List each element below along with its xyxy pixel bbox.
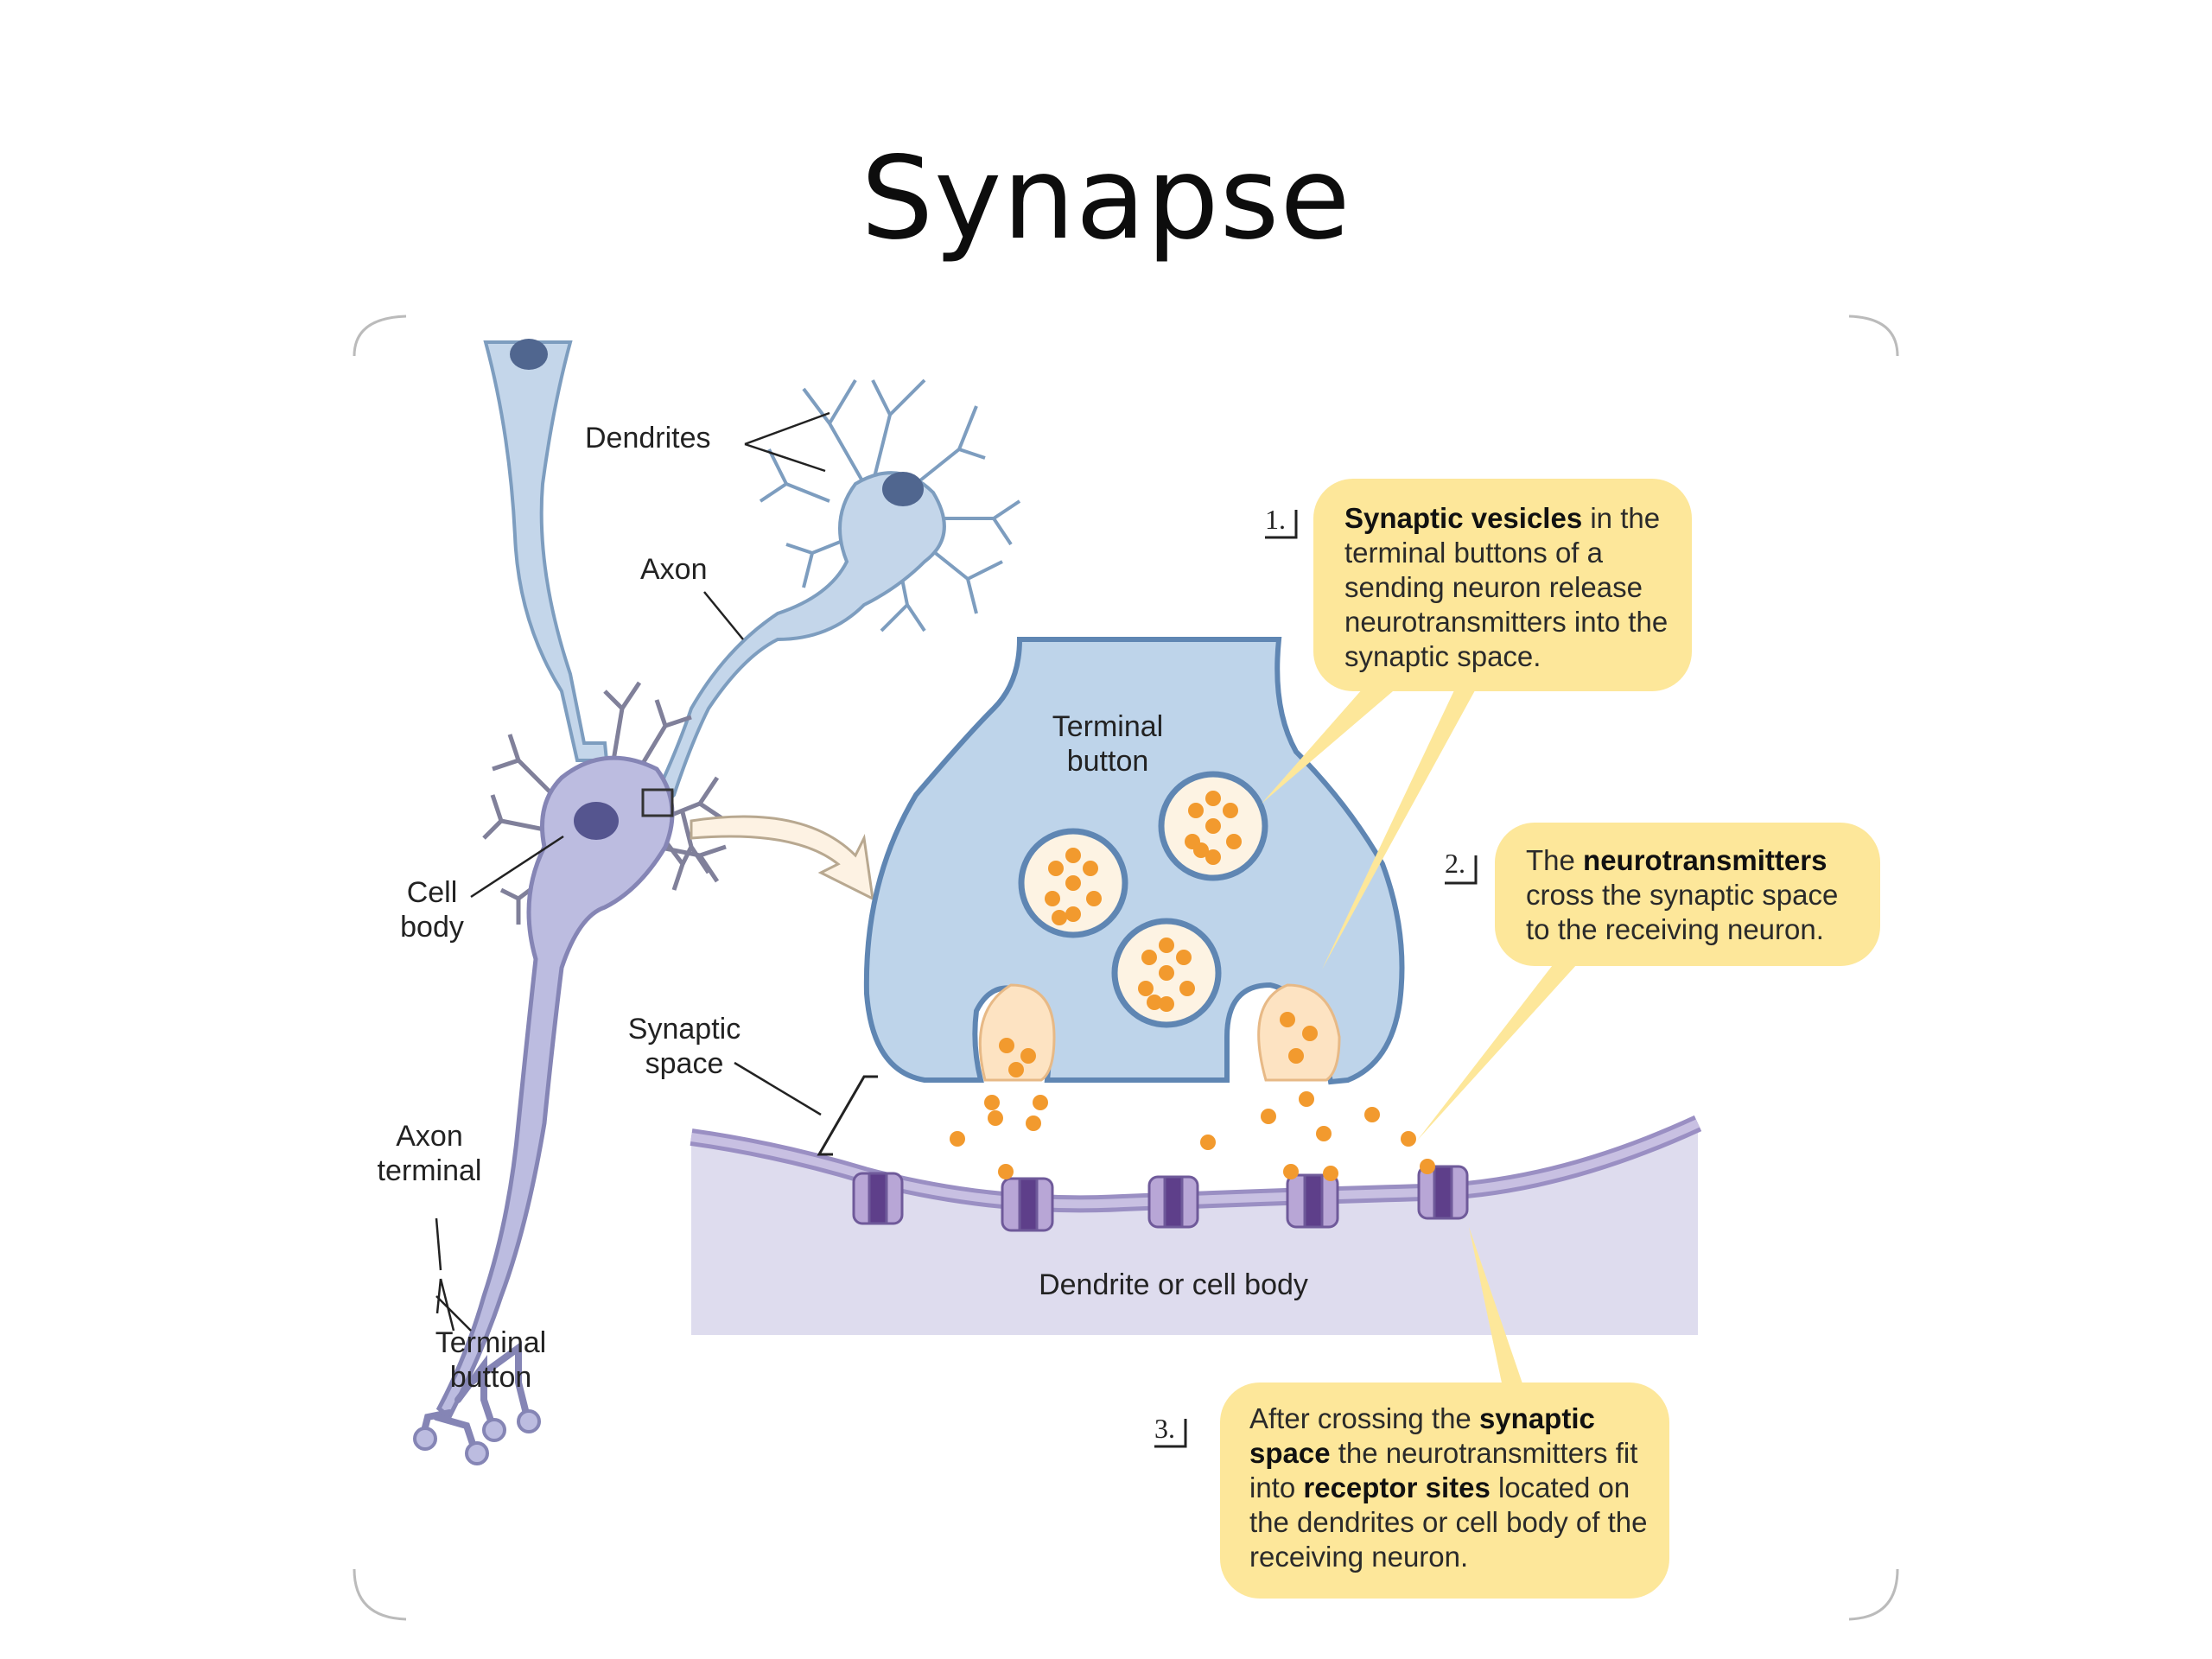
neurotransmitter-dot bbox=[1280, 1012, 1295, 1027]
neurotransmitter-dot bbox=[1033, 1095, 1048, 1110]
neurotransmitter-dot bbox=[1065, 906, 1081, 922]
callout-2-text: cross the synaptic space to the receivin… bbox=[1526, 879, 1839, 945]
neurotransmitter-dot bbox=[999, 1038, 1014, 1053]
terminal-buttons bbox=[413, 1409, 541, 1465]
neurotransmitter-dot bbox=[1226, 834, 1242, 849]
neurotransmitter-dot bbox=[1159, 965, 1174, 981]
frame-corners bbox=[353, 315, 1899, 1621]
neurotransmitter-dot bbox=[1179, 981, 1195, 996]
neurotransmitter-dot bbox=[1141, 950, 1157, 965]
label-cell-body-1: Cell bbox=[407, 876, 458, 909]
neurotransmitter-dot bbox=[1205, 791, 1221, 806]
neurotransmitter-dot bbox=[1159, 938, 1174, 953]
slide-title: Synapse bbox=[861, 132, 1351, 265]
neurotransmitter-dot bbox=[1020, 1048, 1036, 1064]
neurotransmitter-dot bbox=[984, 1095, 1000, 1110]
receptor-site bbox=[852, 1172, 904, 1225]
callout-step-1: Synaptic vesicles in the terminal button… bbox=[1313, 479, 1692, 691]
callout-3-text-2: located on the dendrites or cell body of… bbox=[1249, 1471, 1648, 1573]
neurotransmitter-dot bbox=[1364, 1107, 1380, 1122]
step-number-3: 3. bbox=[1154, 1413, 1175, 1444]
label-axon-terminal-2: terminal bbox=[378, 1154, 482, 1187]
main-neuron-body bbox=[435, 755, 675, 1421]
neurotransmitter-dot bbox=[1138, 981, 1154, 996]
receptor-sites bbox=[852, 1165, 1469, 1232]
neurotransmitter-dot bbox=[1048, 861, 1064, 876]
callout-2-text-0: The bbox=[1526, 844, 1584, 876]
neurotransmitter-dot bbox=[1302, 1026, 1318, 1041]
magnify-box bbox=[641, 788, 674, 817]
callout-3-bold-2: receptor sites bbox=[1303, 1471, 1491, 1503]
label-dendrite-or-cell-body: Dendrite or cell body bbox=[1039, 1268, 1308, 1301]
neurotransmitter-dot bbox=[1299, 1091, 1314, 1107]
neurotransmitter-dot bbox=[1200, 1135, 1216, 1150]
label-terminal-button-1: Terminal bbox=[435, 1326, 546, 1359]
neurotransmitter-dot bbox=[1159, 996, 1174, 1012]
callout-1-bold: Synaptic vesicles bbox=[1344, 502, 1583, 534]
neurotransmitter-dot bbox=[1083, 861, 1098, 876]
right-neuron-body bbox=[638, 471, 946, 831]
right-neuron bbox=[759, 378, 1021, 632]
neurotransmitter-dot bbox=[1420, 1159, 1435, 1174]
upper-neuron bbox=[483, 339, 609, 762]
neurotransmitter-dot bbox=[1323, 1166, 1338, 1181]
neurotransmitter-dot bbox=[1205, 818, 1221, 834]
neurotransmitter-dot bbox=[1188, 803, 1204, 818]
receiving-neuron bbox=[691, 1123, 1698, 1335]
neurotransmitter-dot bbox=[1316, 1126, 1332, 1141]
neurotransmitter-dot bbox=[988, 1110, 1003, 1126]
neurotransmitter-dot bbox=[998, 1164, 1014, 1179]
neurotransmitter-dot bbox=[1176, 950, 1192, 965]
label-synaptic-space-2: space bbox=[645, 1047, 724, 1080]
neurotransmitter-dot bbox=[1205, 849, 1221, 865]
callout-step-3: After crossing the synaptic space the ne… bbox=[1220, 1382, 1669, 1599]
neurotransmitter-dot bbox=[1401, 1131, 1416, 1147]
neurotransmitter-dot bbox=[1086, 891, 1102, 906]
neurotransmitter-dot bbox=[1026, 1116, 1041, 1131]
zoom-arrow bbox=[690, 815, 874, 901]
neurotransmitter-dot bbox=[1052, 910, 1067, 925]
callout-pointers bbox=[1262, 674, 1586, 1391]
label-axon-terminal-1: Axon bbox=[396, 1120, 463, 1153]
receptor-site bbox=[1417, 1165, 1469, 1220]
neurotransmitter-dot bbox=[1193, 842, 1209, 858]
receptor-site bbox=[1001, 1177, 1054, 1232]
label-dendrites: Dendrites bbox=[585, 422, 711, 454]
neurotransmitters bbox=[950, 791, 1435, 1181]
receptor-site bbox=[1147, 1175, 1199, 1229]
callout-step-2: The neurotransmitters cross the synaptic… bbox=[1495, 823, 1880, 966]
neurotransmitter-dot bbox=[1147, 995, 1162, 1010]
callout-3-bold-1: synaptic space bbox=[1249, 1402, 1595, 1469]
step-markers bbox=[1154, 510, 1478, 1448]
label-cell-body-2: body bbox=[400, 911, 464, 944]
callout-1-text: in the terminal buttons of a sending neu… bbox=[1344, 502, 1669, 672]
neurotransmitter-dot bbox=[1261, 1109, 1276, 1124]
step-number-1: 1. bbox=[1265, 504, 1286, 535]
callout-2-bold: neurotransmitters bbox=[1583, 844, 1827, 876]
callout-3-text-0: After crossing the bbox=[1249, 1402, 1479, 1434]
main-neuron-dendrites bbox=[482, 681, 728, 925]
neurotransmitter-dot bbox=[1223, 803, 1238, 818]
label-synaptic-space-1: Synaptic bbox=[628, 1013, 741, 1046]
fusing-vesicles bbox=[978, 983, 1341, 1082]
label-zoom-terminal-button-1: Terminal bbox=[1052, 710, 1163, 743]
label-zoom-terminal-button-2: button bbox=[1067, 745, 1149, 778]
neurotransmitter-dot bbox=[950, 1131, 965, 1147]
receptor-site bbox=[1286, 1173, 1339, 1229]
synaptic-space-bracket bbox=[817, 1075, 878, 1156]
callout-3-text-1: the neurotransmitters fit into bbox=[1249, 1437, 1638, 1503]
label-terminal-button-2: button bbox=[450, 1361, 532, 1394]
left-leader-lines bbox=[435, 411, 830, 1332]
label-axon: Axon bbox=[640, 553, 708, 586]
neurotransmitter-dot bbox=[1288, 1048, 1304, 1064]
step-number-2: 2. bbox=[1445, 848, 1465, 879]
neurotransmitter-dot bbox=[1008, 1062, 1024, 1077]
neurotransmitter-dot bbox=[1065, 848, 1081, 863]
neurotransmitter-dot bbox=[1065, 875, 1081, 891]
neurotransmitter-dot bbox=[1283, 1164, 1299, 1179]
neurotransmitter-dot bbox=[1045, 891, 1060, 906]
